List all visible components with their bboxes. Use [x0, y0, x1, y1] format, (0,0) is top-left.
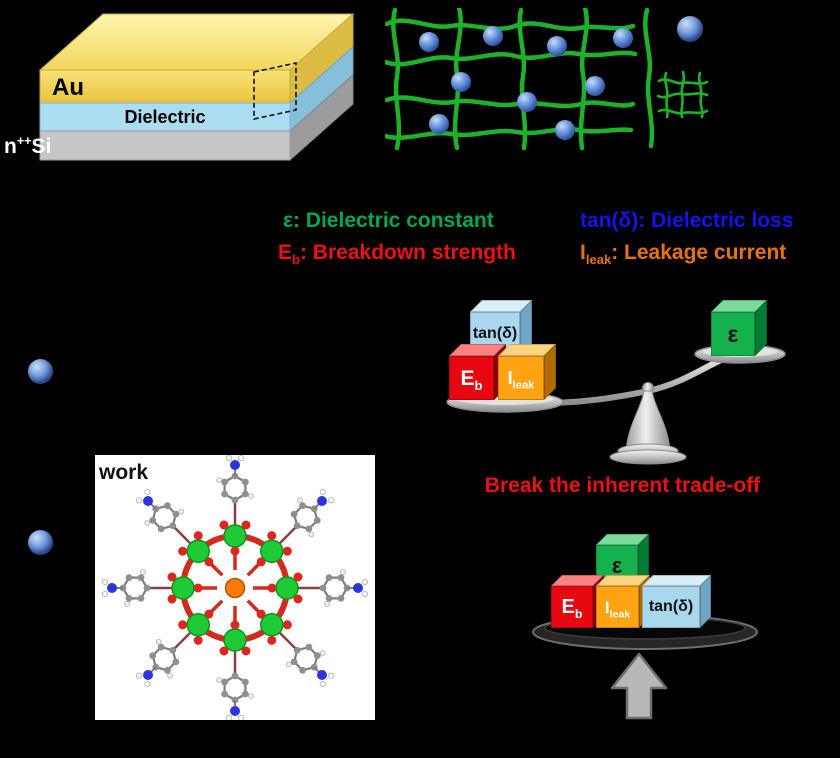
- cube-front-face: Ileak: [596, 586, 639, 628]
- dielectric-layer-label: Dielectric: [124, 107, 206, 127]
- legend-tan-delta: tan(δ): Dielectric loss: [545, 186, 793, 255]
- cube-label: ε: [611, 553, 623, 578]
- ileak-text: : Leakage current: [611, 241, 787, 265]
- cube-label: tan(δ): [648, 598, 694, 615]
- central-metal-atom: [224, 577, 246, 599]
- substrate-front-face: [39, 130, 291, 161]
- cube-label: ε: [727, 320, 739, 347]
- balance-pedestal: [625, 390, 671, 451]
- epsilon-symbol: ε: [283, 209, 293, 233]
- epsilon-text: : Dielectric constant: [292, 209, 494, 233]
- cube-side-face: [755, 300, 767, 356]
- cube-label: Ileak: [604, 597, 631, 620]
- legend-epsilon: ε: Dielectric constant: [248, 186, 494, 255]
- cube-front-face: ε: [711, 312, 755, 356]
- mof-molecule: [100, 453, 370, 723]
- cube-ileak-result: Ileak: [596, 575, 650, 628]
- eb-text: : Breakdown strength: [299, 241, 516, 265]
- cube-tan-delta-result: tan(δ): [642, 575, 711, 628]
- network-mesh: [385, 8, 655, 151]
- cube-label: Eb: [561, 596, 583, 621]
- nanoparticle-spheres: [419, 26, 633, 140]
- cube-front-face: tan(δ): [642, 586, 700, 628]
- cube-front-face: Ileak: [498, 356, 544, 400]
- gold-front-face: [39, 69, 291, 104]
- filler-sphere-icon: [677, 16, 703, 42]
- bullet-sphere-icon: [28, 530, 53, 555]
- cube-label: Ileak: [507, 368, 535, 392]
- bullet-sphere-icon: [28, 359, 53, 384]
- dielectric-front-face: [39, 102, 291, 132]
- cube-label: Eb: [460, 366, 483, 393]
- zoom-region-dashed-box: [253, 62, 297, 120]
- mini-network-icon: [656, 70, 709, 119]
- cube-side-face: [700, 575, 711, 628]
- tradeoff-caption: Break the inherent trade-off: [484, 474, 761, 497]
- cube-side-face: [544, 344, 556, 400]
- cube-eb-scale: Eb: [449, 344, 506, 400]
- legend-ileak: Ileak: Leakage current: [545, 218, 786, 287]
- au-electrode-label: Au: [52, 74, 84, 101]
- framework-caption-fragment: work: [99, 461, 149, 484]
- substrate-rest: Si: [31, 135, 52, 158]
- cube-eb-result: Eb: [551, 575, 604, 628]
- mof-structure-image: [95, 453, 375, 723]
- cube-front-face: Eb: [551, 586, 593, 628]
- cube-ileak-scale: Ileak: [498, 344, 556, 400]
- mof-molecule-svg: [100, 453, 370, 723]
- substrate-sup: ++: [16, 134, 32, 148]
- eb-symbol: E: [278, 241, 293, 265]
- eb-sub: b: [292, 252, 300, 268]
- ileak-sub: leak: [585, 252, 612, 268]
- substrate-label: n++Si: [4, 134, 52, 158]
- ileak-symbol: I: [580, 241, 586, 265]
- tand-text: : Dielectric loss: [638, 209, 794, 233]
- cube-front-face: Eb: [449, 356, 494, 400]
- cube-epsilon-scale: ε: [711, 300, 767, 356]
- pedestal-base-lower: [609, 449, 687, 465]
- tand-symbol: tan(δ): [580, 209, 639, 233]
- capacitor-device-illustration: Au Dielectric n++Si: [0, 0, 370, 175]
- device-stack-drawing: [38, 12, 355, 162]
- up-arrow-icon: [610, 652, 668, 720]
- polymer-network-illustration: [385, 8, 655, 151]
- legend-eb: Eb: Breakdown strength: [243, 218, 516, 287]
- cube-label: tan(δ): [472, 325, 518, 342]
- substrate-base: n: [4, 135, 17, 158]
